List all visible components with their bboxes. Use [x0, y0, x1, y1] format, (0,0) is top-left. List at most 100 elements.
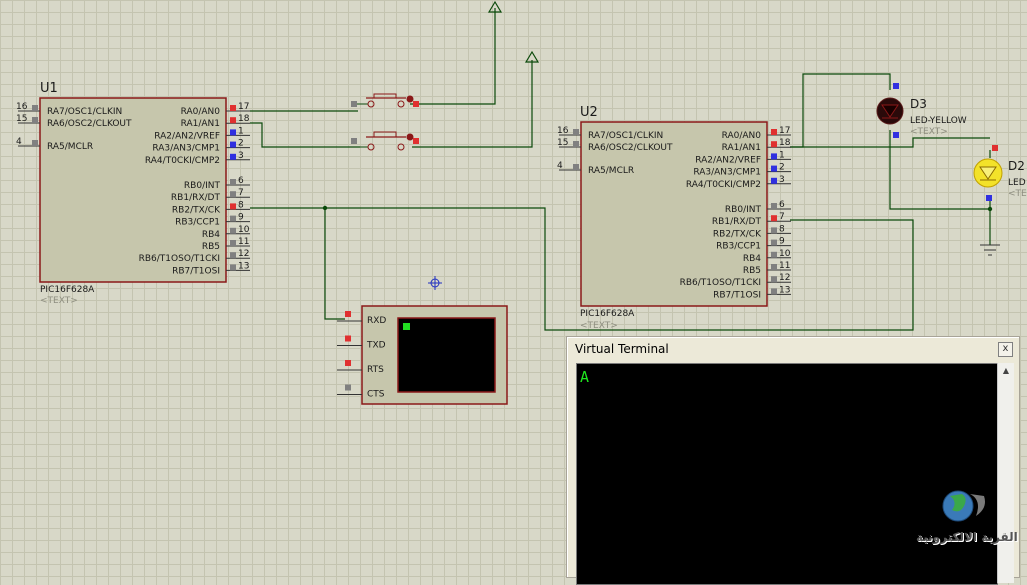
wire-junction: [322, 205, 328, 211]
u2-part: PIC16F628A: [580, 309, 635, 319]
pin-number: 9: [238, 213, 244, 223]
pin-label: RA6/OSC2/CLKOUT: [588, 143, 673, 153]
pin-number: 3: [779, 175, 785, 185]
pin-number: 15: [557, 138, 568, 148]
u1-body: [39, 97, 227, 283]
pin-label: RB6/T1OSO/T1CKI: [139, 254, 220, 264]
terminal-output-area[interactable]: A: [576, 363, 998, 585]
power-terminal-icon[interactable]: [487, 0, 503, 13]
terminal-output-text: A: [580, 368, 590, 386]
pin-label: RA1/AN1: [722, 143, 761, 153]
u1-right-pins: 17RA0/AN018RA1/AN11RA2/AN2/VREF2RA3/AN3/…: [139, 102, 250, 276]
pin-label: RA3/AN3/CMP1: [693, 168, 761, 178]
scroll-up-arrow-icon[interactable]: ▲: [1002, 366, 1010, 375]
crosshair-cursor-icon: [428, 276, 442, 290]
pin-label: RB2/TX/CK: [713, 229, 762, 239]
pin-number: 9: [779, 237, 785, 247]
d2-ref: D2: [1008, 159, 1025, 173]
led-d3[interactable]: D3 LED-YELLOW <TEXT>: [876, 83, 967, 138]
pin-label: RA5/MCLR: [47, 142, 93, 152]
pin-label: RA7/OSC1/CLKIN: [588, 131, 663, 141]
pin-number: 4: [557, 161, 563, 171]
pin-label: RA2/AN2/VREF: [154, 131, 220, 141]
vt-pin-txd[interactable]: TXD: [337, 335, 386, 351]
virtual-terminal-component[interactable]: RXD TXD RTS CTS: [337, 305, 508, 405]
pin-label: RB5: [202, 242, 220, 252]
pin-label: RA2/AN2/VREF: [695, 155, 761, 165]
pin-number: 1: [238, 126, 244, 136]
d3-type: LED-YELLOW: [910, 116, 967, 126]
pin-label: RA0/AN0: [181, 107, 221, 117]
pin-number: 11: [779, 261, 790, 271]
pin-label: RA0/AN0: [722, 131, 762, 141]
pin-label: RB7/T1OSI: [172, 266, 220, 276]
d3-ref: D3: [910, 97, 927, 111]
pin-number: 3: [238, 151, 244, 161]
vt-pin-rxd[interactable]: RXD: [337, 311, 386, 326]
terminal-scrollbar[interactable]: ▲: [997, 363, 1014, 583]
push-button-1[interactable]: [351, 93, 419, 108]
pin-label: RB4: [743, 254, 761, 264]
pin-number: 10: [779, 249, 791, 259]
led-d2[interactable]: D2 LED <TE: [973, 145, 1027, 201]
vt-pin-label: RTS: [367, 365, 384, 375]
pin-number: 12: [779, 273, 790, 283]
pin-label: RB1/RX/DT: [712, 217, 762, 227]
power-terminal-icon[interactable]: [524, 50, 540, 63]
pin-number: 18: [238, 114, 250, 124]
vt-pin-cts[interactable]: CTS: [337, 384, 385, 400]
pin-label: RB5: [743, 266, 761, 276]
pin-number: 11: [238, 237, 249, 247]
u1-text-placeholder: <TEXT>: [40, 296, 78, 306]
u2-ref: U2: [580, 105, 598, 120]
pin-number: 8: [779, 224, 785, 234]
pin-label: RB3/CCP1: [175, 218, 220, 228]
pin-label: RB7/T1OSI: [713, 290, 761, 300]
push-button-2[interactable]: [351, 131, 419, 151]
vt-pin-rts[interactable]: RTS: [337, 360, 384, 375]
u1-ref: U1: [40, 81, 58, 96]
pin-number: 7: [779, 212, 785, 222]
wire-junction: [987, 206, 993, 212]
pin-label: RA7/OSC1/CLKIN: [47, 107, 122, 117]
pin-number: 2: [779, 163, 785, 173]
virtual-terminal-window[interactable]: Virtual Terminal x A ▲: [566, 336, 1020, 585]
close-icon[interactable]: x: [998, 342, 1013, 357]
